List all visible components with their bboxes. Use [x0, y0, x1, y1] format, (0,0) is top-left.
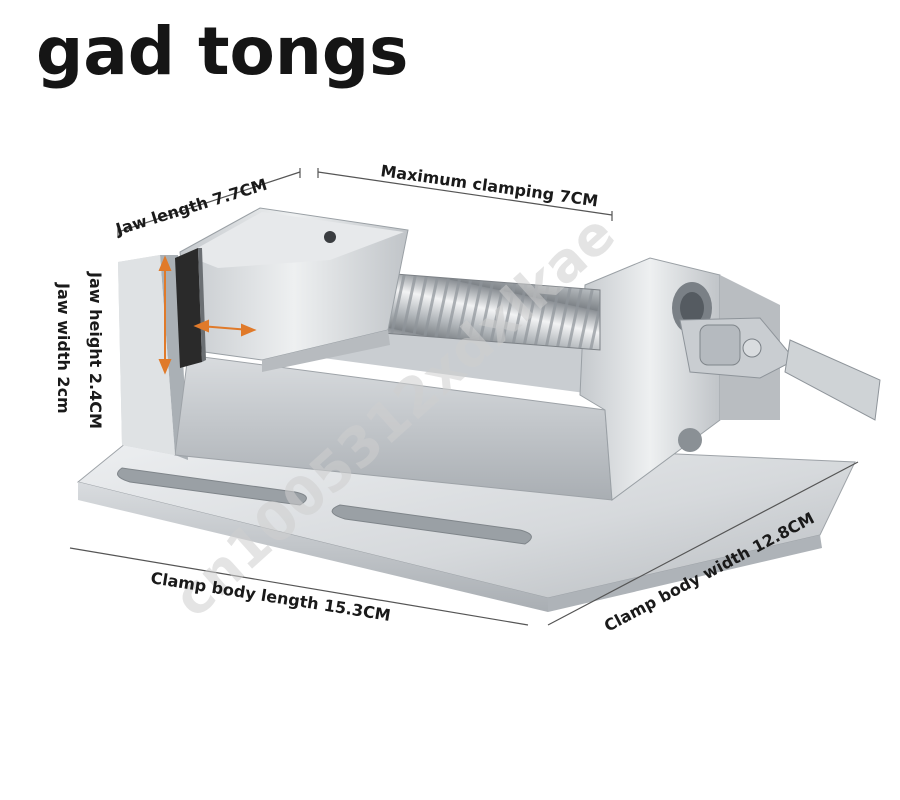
base-slots	[117, 467, 532, 545]
fixed-end-block	[579, 257, 780, 501]
page-title: gad tongs	[36, 13, 409, 90]
label-jaw-width: Jaw width 2cm	[54, 282, 73, 414]
dimension-lines	[69, 168, 859, 626]
bolt-hole	[678, 428, 702, 452]
label-jaw-height: Jaw height 2.4CM	[86, 271, 105, 429]
base-plate	[76, 429, 856, 612]
moving-jaw	[175, 207, 409, 372]
accent-arrows	[158, 255, 257, 375]
handle	[679, 317, 881, 421]
jaw-pad	[175, 248, 202, 368]
jaw-screw	[324, 231, 336, 243]
